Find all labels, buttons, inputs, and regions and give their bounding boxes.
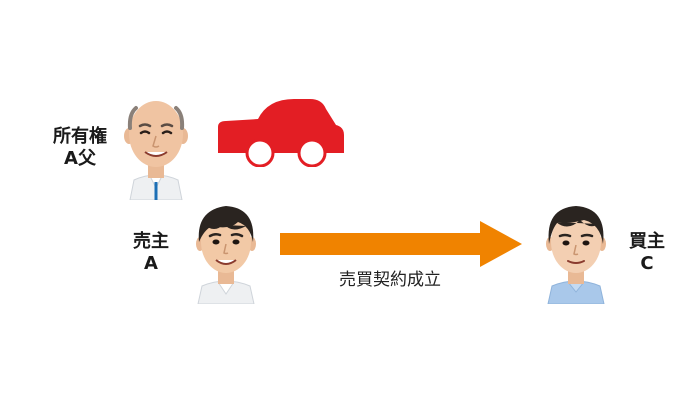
- arrow-right-icon: [280, 221, 522, 267]
- seller-name: A: [144, 253, 158, 274]
- transfer-arrow: [280, 221, 524, 267]
- seller-role: 売主: [133, 231, 169, 252]
- seller-person: [190, 200, 262, 304]
- owner-person: [120, 96, 192, 200]
- buyer-role: 買主: [629, 231, 665, 252]
- seller-label: 売主 A: [126, 231, 176, 275]
- arrow-caption: 売買契約成立: [339, 270, 441, 290]
- owner-name: A父: [64, 148, 96, 169]
- seller-avatar: [196, 206, 256, 304]
- buyer-label: 買主 C: [622, 231, 672, 275]
- buyer-person: [540, 200, 612, 304]
- owner-role: 所有権: [53, 126, 107, 147]
- car-icon: [218, 99, 344, 167]
- car: [214, 95, 346, 167]
- owner-avatar: [124, 101, 188, 200]
- buyer-avatar: [546, 206, 606, 304]
- buyer-name: C: [640, 253, 654, 274]
- owner-label: 所有権 A父: [48, 126, 112, 170]
